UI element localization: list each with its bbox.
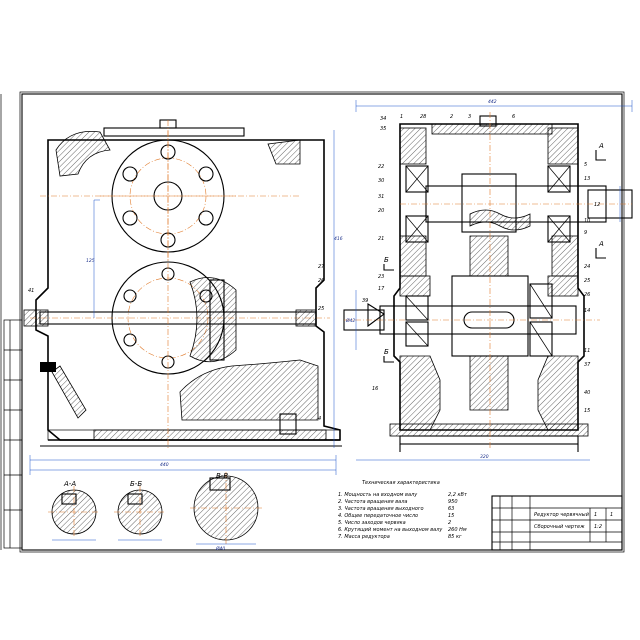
callout-27-left: 27: [318, 264, 325, 270]
callout-9: 9: [584, 230, 587, 236]
section-bb-label: Б-Б: [130, 480, 142, 488]
callout-24: 24: [584, 264, 590, 270]
section-mark-b-top: Б: [384, 256, 389, 264]
callout-34: 34: [380, 116, 386, 122]
side-shaft-dim: Ø42: [345, 317, 355, 324]
callout-26: 26: [584, 292, 590, 298]
callout-2: 2: [450, 114, 453, 120]
callout-16: 16: [372, 386, 378, 392]
tech-spec-value-5: 2: [448, 520, 451, 526]
callout-26-left: 26: [318, 278, 324, 284]
callout-37: 37: [584, 362, 591, 368]
callout-23: 23: [378, 274, 384, 280]
title-block-name: Редуктор червячный: [534, 512, 590, 518]
callout-28: 28: [420, 114, 426, 120]
callout-12: 12: [594, 202, 600, 208]
callout-4-left: 4: [318, 416, 321, 422]
callout-25-left: 25: [318, 306, 324, 312]
tech-spec-value-4: 15: [448, 513, 454, 519]
section-bb: [114, 486, 166, 541]
section-mark-a-bottom: А: [598, 240, 604, 248]
tech-spec-line-3: 3. Частота вращения выходного: [338, 506, 424, 512]
tech-spec-line-6: 6. Крутящий момент на выходном валу: [338, 527, 443, 533]
callout-3: 3: [468, 114, 471, 120]
tech-spec-value-7: 85 кг: [448, 534, 462, 540]
section-aa: [48, 486, 100, 541]
section-aa-label: А-А: [63, 480, 76, 488]
tech-spec-line-5: 5. Число заходов червяка: [338, 520, 406, 526]
tech-spec: Техническая характеристика 1. Мощность н…: [338, 480, 468, 540]
callout-30: 30: [378, 178, 384, 184]
front-height-dim: 416: [334, 236, 343, 242]
callout-10: 10: [584, 218, 590, 224]
section-mark-a-top: А: [598, 142, 604, 150]
side-callouts: 34 35 1 28 2 3 6 22 30 31 20 21 23 17 39…: [362, 114, 600, 414]
tech-spec-value-6: 260 Нм: [448, 527, 467, 533]
section-vv-label: В-В: [216, 472, 228, 480]
front-width-dim: 440: [160, 462, 169, 468]
tech-spec-line-7: 7. Масса редуктора: [338, 534, 390, 540]
title-block-sheet: 1: [594, 512, 597, 518]
left-margin-stamp: [3, 319, 23, 549]
callout-13: 13: [584, 176, 590, 182]
callout-14: 14: [584, 308, 590, 314]
callout-31: 31: [378, 194, 384, 200]
center-distance-dim: 125: [86, 258, 95, 264]
callout-5: 5: [584, 162, 587, 168]
tech-spec-title: Техническая характеристика: [362, 480, 440, 486]
callout-21: 21: [378, 236, 384, 242]
callout-39: 39: [362, 298, 368, 304]
callout-22: 22: [378, 164, 384, 170]
side-section-view: [343, 100, 633, 461]
title-block: [491, 495, 623, 551]
side-base-dim: 320: [480, 454, 489, 460]
callout-40: 40: [584, 390, 590, 396]
callout-15: 15: [584, 408, 590, 414]
section-mark-b-bottom: Б: [384, 348, 389, 356]
section-vv: [190, 472, 262, 545]
callout-17: 17: [378, 286, 385, 292]
tech-spec-line-2: 2. Частота вращения вала: [338, 499, 408, 505]
title-block-subtitle: Сборочный чертеж: [534, 524, 585, 530]
section-vv-dim: Ø40: [215, 545, 225, 552]
tech-spec-line-1: 1. Мощность на входном валу: [338, 492, 418, 498]
callout-6: 6: [512, 114, 515, 120]
tech-spec-value-1: 2,2 кВт: [448, 492, 468, 498]
callout-1: 1: [400, 114, 403, 120]
front-view: [23, 119, 342, 475]
title-block-scale: 1:2: [594, 524, 602, 530]
side-width-dim: 442: [488, 99, 497, 105]
title-block-sheets: 1: [610, 512, 613, 518]
tech-spec-value-3: 63: [448, 506, 454, 512]
tech-spec-value-2: 950: [448, 499, 458, 505]
callout-11: 11: [584, 348, 590, 354]
tech-spec-line-4: 4. Общее передаточное число: [338, 513, 418, 519]
callout-20: 20: [378, 208, 384, 214]
callout-25: 25: [584, 278, 590, 284]
callout-41-left: 41: [28, 288, 34, 294]
callout-35: 35: [380, 126, 386, 132]
